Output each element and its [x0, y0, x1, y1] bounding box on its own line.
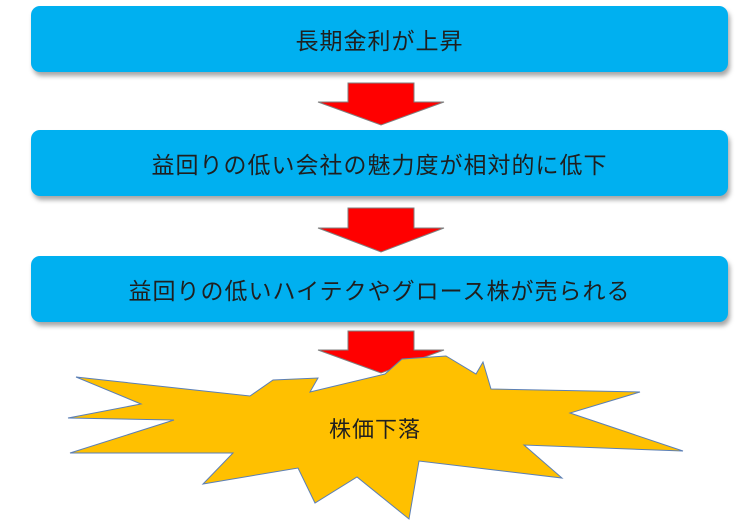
down-arrow-icon — [316, 330, 446, 374]
flow-step-1: 長期金利が上昇 — [31, 6, 728, 72]
flow-step-2-label: 益回りの低い会社の魅力度が相対的に低下 — [151, 153, 608, 179]
flow-step-3-label: 益回りの低いハイテクやグロース株が売られる — [128, 279, 631, 305]
result-label: 株価下落 — [328, 418, 421, 443]
down-arrow-icon — [316, 207, 446, 253]
flow-step-1-label: 長期金利が上昇 — [295, 29, 464, 55]
down-arrow-icon — [316, 82, 446, 126]
flow-step-3: 益回りの低いハイテクやグロース株が売られる — [31, 256, 728, 322]
flow-step-2: 益回りの低い会社の魅力度が相対的に低下 — [31, 130, 728, 196]
